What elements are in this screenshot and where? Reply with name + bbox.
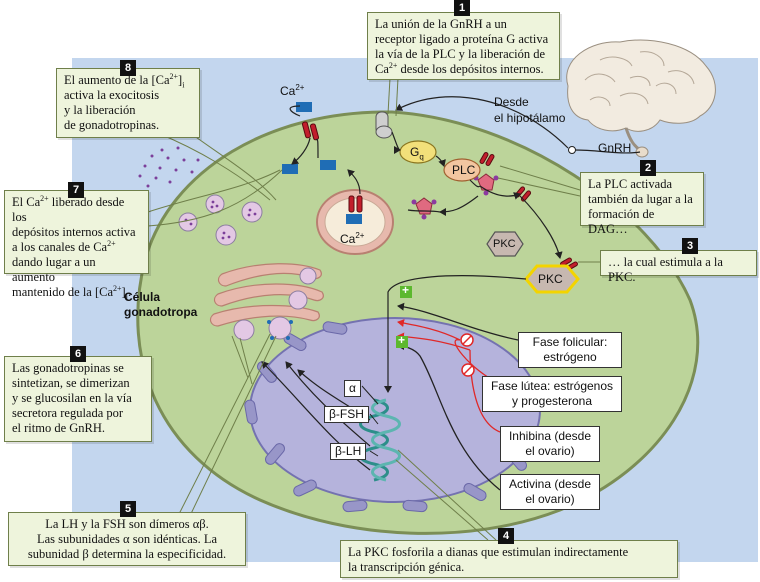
- callout-step-5: La LH y la FSH son dímeros αβ. Las subun…: [8, 512, 246, 566]
- step-1-line-d: Ca2+ desde los depósitos internos.: [375, 60, 544, 76]
- dna-helix: [359, 398, 401, 482]
- step-3-number: 3: [682, 238, 698, 254]
- pkc-inactive: [486, 231, 524, 257]
- step-1-line-c: la vía de la PLC y la liberación de: [375, 47, 546, 61]
- gene-label-beta-fsh: β-FSH: [324, 406, 369, 423]
- label-ca-store: Ca2+: [340, 231, 365, 247]
- step-6-line-d: secretora regulada por: [12, 406, 124, 420]
- step-1-line-b: receptor ligado a proteína G activa: [375, 32, 549, 46]
- ca-ions: [282, 102, 362, 224]
- regulator-lutea: Fase lútea: estrógenos y progesterona: [482, 376, 622, 412]
- step-3-line-a: … la cual estimula a la PKC.: [608, 255, 723, 284]
- regulator-inhibina: Inhibina (desde el ovario): [500, 426, 600, 462]
- step-4-number: 4: [498, 528, 514, 544]
- step-7-number: 7: [68, 182, 84, 198]
- callout-step-3: … la cual estimula a la PKC.: [600, 250, 757, 284]
- regulator-folicular: Fase folicular: estrógeno: [518, 332, 622, 368]
- gnrh-receptor: [375, 111, 393, 139]
- step-7-line-c: a los canales de Ca2+: [12, 238, 116, 254]
- label-pkc-active: PKC: [538, 272, 563, 286]
- step-7-line-d: dando lugar a un aumento: [12, 255, 96, 284]
- step-2-number: 2: [640, 160, 656, 176]
- step-6-number: 6: [70, 346, 86, 362]
- callout-step-8: El aumento de la [Ca2+]i activa la exoci…: [56, 68, 200, 138]
- dag-receptor-1: [479, 152, 495, 166]
- inhibition-symbols: [460, 333, 475, 377]
- label-ca-membrane: Ca2+: [280, 83, 305, 99]
- gene-label-alpha: α: [344, 380, 361, 397]
- step-4-line-b: la transcripción génica.: [348, 560, 465, 574]
- step-7-line-a: El Ca2+ liberado desde los: [12, 193, 125, 224]
- regulator-activina: Activina (desde el ovario): [500, 474, 600, 510]
- step-8-line-c: y la liberación: [64, 103, 136, 117]
- step-2-line-b: también da lugar a la: [588, 192, 693, 206]
- step-7-line-e: mantenido de la [Ca2+]i.: [12, 283, 132, 302]
- label-plc: PLC: [452, 163, 476, 177]
- stimulation-sign-2: +: [398, 333, 406, 347]
- stimulation-symbols: [396, 286, 412, 348]
- label-pkc-inactive: PKC: [493, 238, 516, 250]
- step-2-line-a: La PLC activada: [588, 177, 672, 191]
- callout-step-2: La PLC activada también da lugar a la fo…: [580, 172, 704, 236]
- step-6-line-c: y se glucosilan en la vía: [12, 391, 132, 405]
- gene-label-beta-lh: β-LH: [330, 443, 367, 460]
- label-gnrh: GnRH: [598, 141, 632, 155]
- gene-pointers: [361, 385, 379, 457]
- callout-pointers: [147, 77, 600, 541]
- stimulation-sign-1: +: [402, 283, 410, 297]
- ca-channel-er: [348, 195, 363, 213]
- step-5-number: 5: [120, 501, 136, 517]
- glycosylation-dots: [267, 320, 293, 340]
- step-8-line-a: El aumento de la [Ca2+]i: [64, 71, 185, 90]
- callout-step-7: El Ca2+ liberado desde los depósitos int…: [4, 190, 149, 301]
- step-5-line-b: Las subunidades α son idénticas. La: [36, 532, 218, 546]
- callout-step-1: La unión de la GnRH a un receptor ligado…: [367, 12, 560, 80]
- step-5-line-c: subunidad β determina la especificidad.: [27, 547, 227, 561]
- step-6-line-b: sintetizan, se dimerizan: [12, 376, 130, 390]
- secretory-vesicles: [178, 194, 317, 341]
- gnrh-arrow: [395, 96, 569, 149]
- gnrh-molecule: [568, 146, 576, 154]
- step-4-line-a: La PKC fosforila a dianas que estimulan …: [348, 545, 629, 559]
- step-6-line-e: el ritmo de GnRH.: [12, 421, 106, 435]
- label-gq: Gq: [410, 145, 424, 162]
- gnrh-path: [574, 149, 641, 154]
- step-8-number: 8: [120, 60, 136, 76]
- step-7-line-b: depósitos internos activa: [12, 225, 136, 239]
- plc-enzyme: [443, 158, 481, 182]
- label-desde-hipotalamo: Desde el hipotálamo: [494, 95, 566, 125]
- step-8-line-d: de gonadotropinas.: [64, 118, 160, 132]
- callout-step-6: Las gonadotropinas se sintetizan, se dim…: [4, 356, 152, 442]
- callout-step-4: La PKC fosforila a dianas que estimulan …: [340, 540, 678, 578]
- label-cell-type: Célula gonadotropa: [124, 290, 198, 319]
- step-6-line-a: Las gonadotropinas se: [12, 361, 124, 375]
- step-2-line-c: formación de DAG…: [588, 207, 655, 236]
- step-1-number: 1: [454, 0, 470, 16]
- ca-channel-membrane: [301, 121, 320, 141]
- ip3-molecule: [411, 197, 437, 220]
- step-1-line-a: La unión de la GnRH a un: [375, 17, 507, 31]
- step-5-line-a: La LH y la FSH son dímeros αβ.: [45, 517, 209, 531]
- step-8-line-b: activa la exocitosis: [64, 88, 160, 102]
